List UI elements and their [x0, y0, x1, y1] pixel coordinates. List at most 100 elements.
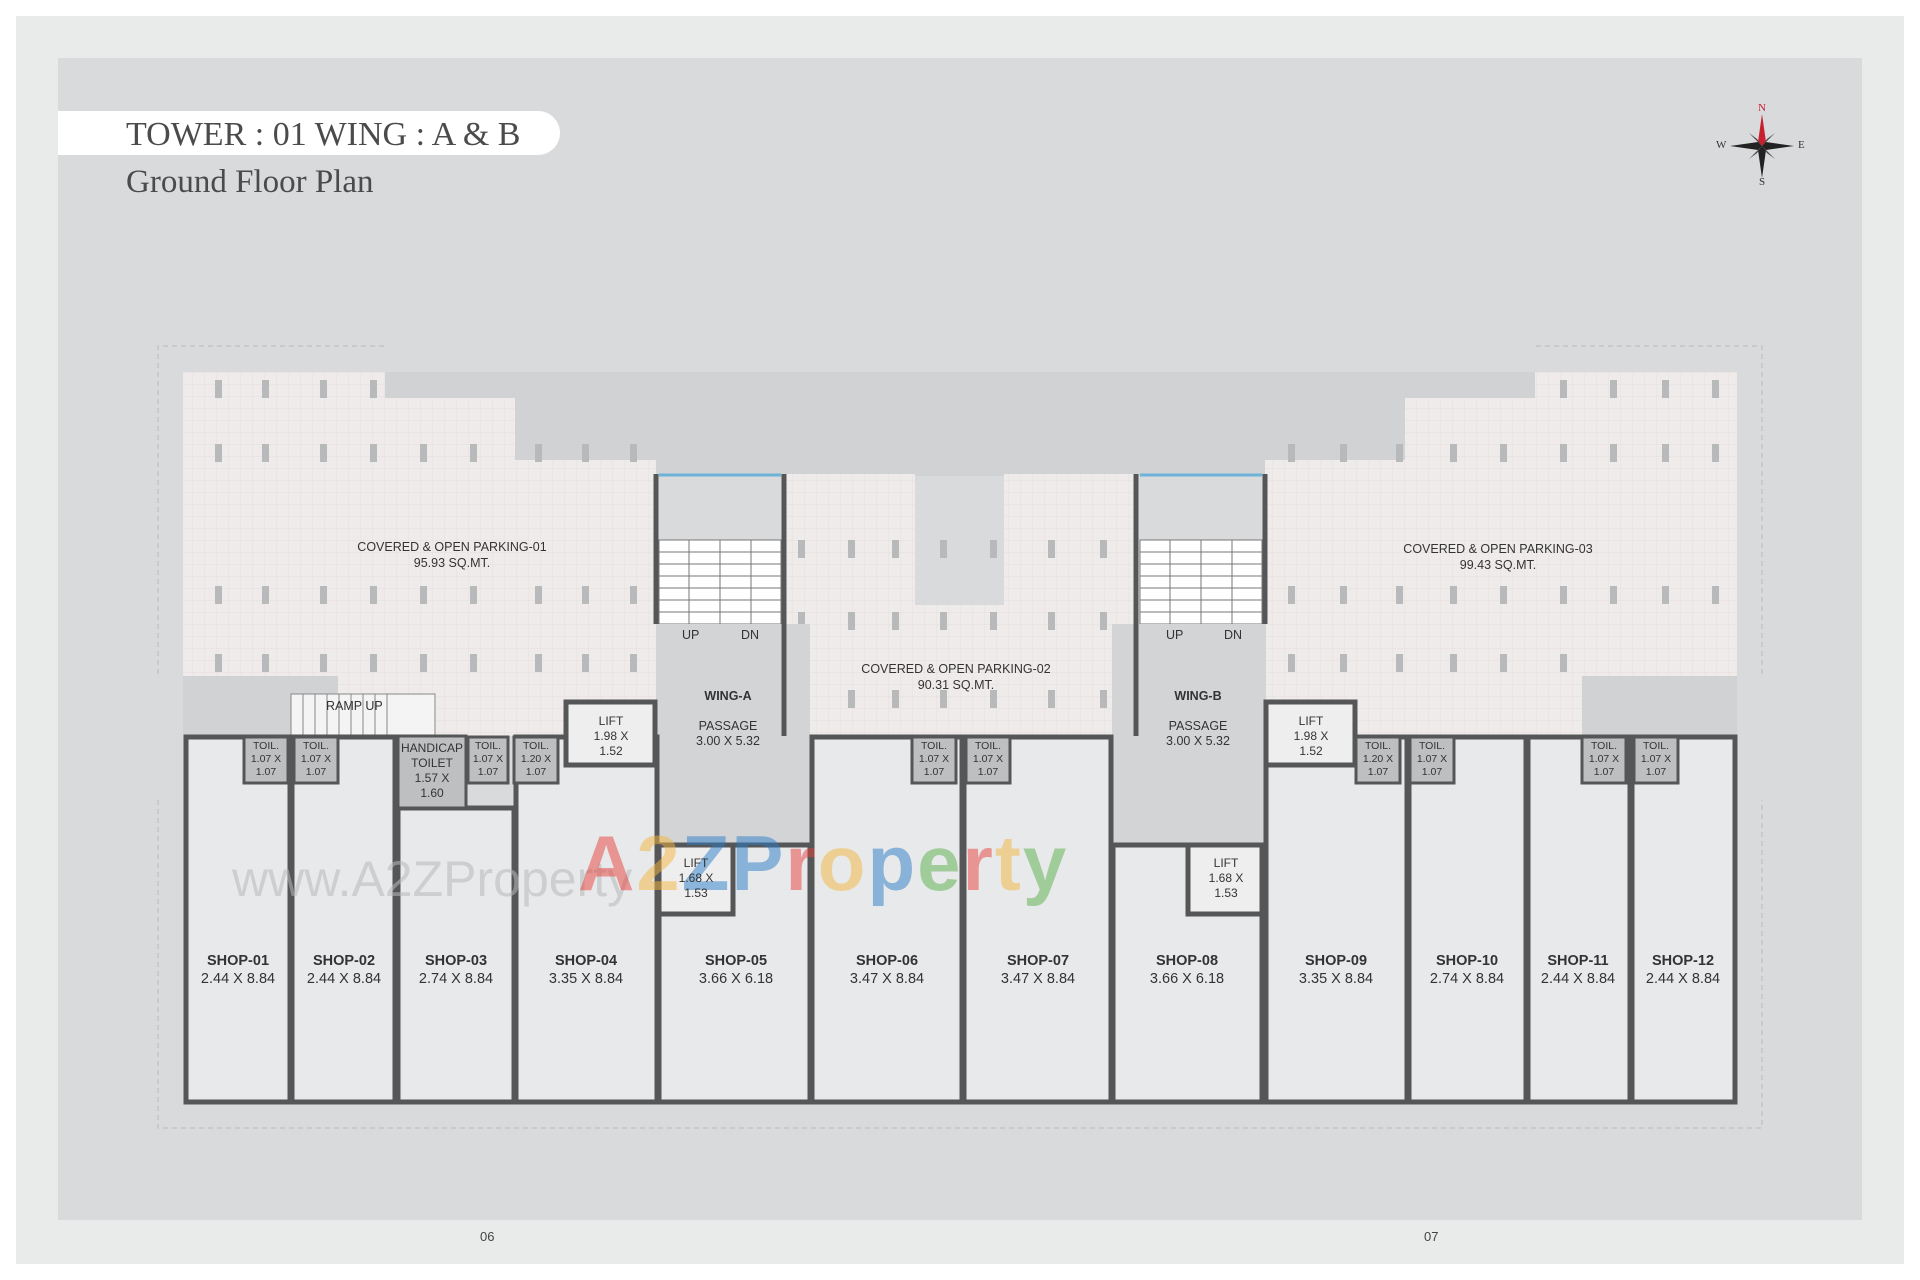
wing-b-up: UP [1166, 628, 1184, 642]
shop-02-room [289, 734, 398, 1105]
compass-west: W [1716, 139, 1727, 151]
watermark-logo: A2ZProperty [578, 818, 1068, 909]
ramp-label: RAMP UP [326, 699, 383, 713]
column-marker [630, 586, 637, 604]
column-marker [1712, 586, 1719, 604]
column-marker [990, 612, 997, 630]
shop-07-room [961, 734, 1114, 1105]
column-marker [990, 690, 997, 708]
column-marker [470, 586, 477, 604]
column-marker [262, 444, 269, 462]
column-marker [370, 380, 377, 398]
grid-ref-06: 06 [480, 1229, 495, 1244]
shop-10-room [1406, 734, 1529, 1105]
column-marker [1396, 444, 1403, 462]
column-marker [1288, 654, 1295, 672]
shop-09-room [1263, 734, 1410, 1105]
column-marker [1500, 654, 1507, 672]
compass-rose-icon: N S E W [1716, 102, 1808, 188]
column-marker [420, 654, 427, 672]
watermark-logo-letter: e [917, 819, 963, 907]
toilet-rooms [242, 735, 1680, 785]
compass-north: N [1758, 102, 1766, 114]
column-marker [892, 540, 899, 558]
column-marker [535, 586, 542, 604]
lift-shafts [563, 699, 1358, 917]
column-marker [215, 444, 222, 462]
column-marker [470, 444, 477, 462]
column-marker [1396, 654, 1403, 672]
column-marker [630, 654, 637, 672]
column-marker [1450, 586, 1457, 604]
watermark-logo-letter: A [578, 819, 637, 907]
column-marker [470, 654, 477, 672]
watermark-logo-letter: r [962, 819, 995, 907]
floor-title: Ground Floor Plan [126, 164, 374, 200]
column-marker [1610, 586, 1617, 604]
column-marker [420, 586, 427, 604]
column-marker [582, 654, 589, 672]
watermark-logo-letter: o [817, 819, 868, 907]
column-marker [262, 654, 269, 672]
column-marker [1450, 654, 1457, 672]
column-marker [798, 612, 805, 630]
column-marker [1662, 444, 1669, 462]
column-marker [1560, 586, 1567, 604]
column-marker [320, 380, 327, 398]
column-marker [1048, 540, 1055, 558]
column-marker [1560, 444, 1567, 462]
parking-03-recess [1582, 676, 1737, 736]
column-marker [370, 586, 377, 604]
staircase-b [1139, 539, 1263, 625]
column-marker [1560, 380, 1567, 398]
lift-1-shaft [563, 699, 658, 768]
watermark-logo-letter: p [867, 819, 918, 907]
shop-03-room [395, 805, 517, 1105]
parking-02-area [784, 474, 1136, 736]
column-marker [1610, 380, 1617, 398]
parking-01-area [183, 372, 656, 736]
column-marker [940, 690, 947, 708]
column-marker [582, 586, 589, 604]
column-marker [940, 540, 947, 558]
column-marker [1450, 444, 1457, 462]
column-marker [1712, 444, 1719, 462]
toilet-8-room [1408, 735, 1456, 785]
wing-a-down: DN [741, 628, 760, 642]
site-boundary [157, 345, 1763, 1129]
grid-ref-07: 07 [1424, 1229, 1439, 1244]
column-marker [1048, 690, 1055, 708]
column-marker [1288, 586, 1295, 604]
column-marker [535, 444, 542, 462]
watermark-logo-letter: t [994, 819, 1023, 907]
column-marker [1662, 586, 1669, 604]
column-marker [320, 586, 327, 604]
column-marker [370, 654, 377, 672]
toilet-10-room [1632, 735, 1680, 785]
ramp [290, 693, 436, 737]
compass-south: S [1759, 176, 1766, 188]
toilet-5-room [910, 735, 958, 785]
column-marker [1340, 444, 1347, 462]
column-marker [215, 586, 222, 604]
column-marker [1340, 654, 1347, 672]
